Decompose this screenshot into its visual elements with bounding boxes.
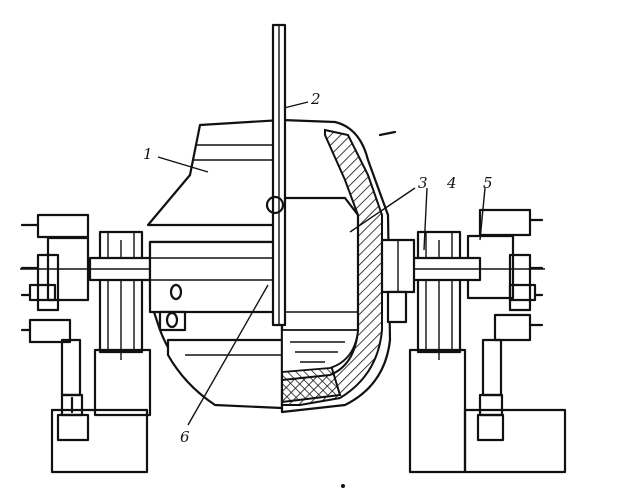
right-coupling bbox=[380, 238, 416, 324]
label-5: 5 bbox=[483, 174, 493, 192]
label-6: 6 bbox=[180, 428, 190, 446]
label-1: 1 bbox=[143, 145, 153, 163]
right-bearing-stand bbox=[416, 230, 462, 360]
label-4: 4 bbox=[447, 174, 457, 192]
oxygen-lance bbox=[265, 23, 287, 327]
right-drive-mechanism bbox=[466, 208, 544, 417]
left-drive-mechanism bbox=[20, 213, 90, 417]
left-foundation bbox=[50, 348, 152, 474]
label-2: 2 bbox=[311, 90, 321, 108]
left-bearing-stand bbox=[98, 230, 144, 360]
label-3: 3 bbox=[418, 174, 428, 192]
converter-vessel bbox=[146, 118, 392, 414]
right-foundation bbox=[408, 348, 567, 474]
leader-lines bbox=[157, 101, 486, 426]
